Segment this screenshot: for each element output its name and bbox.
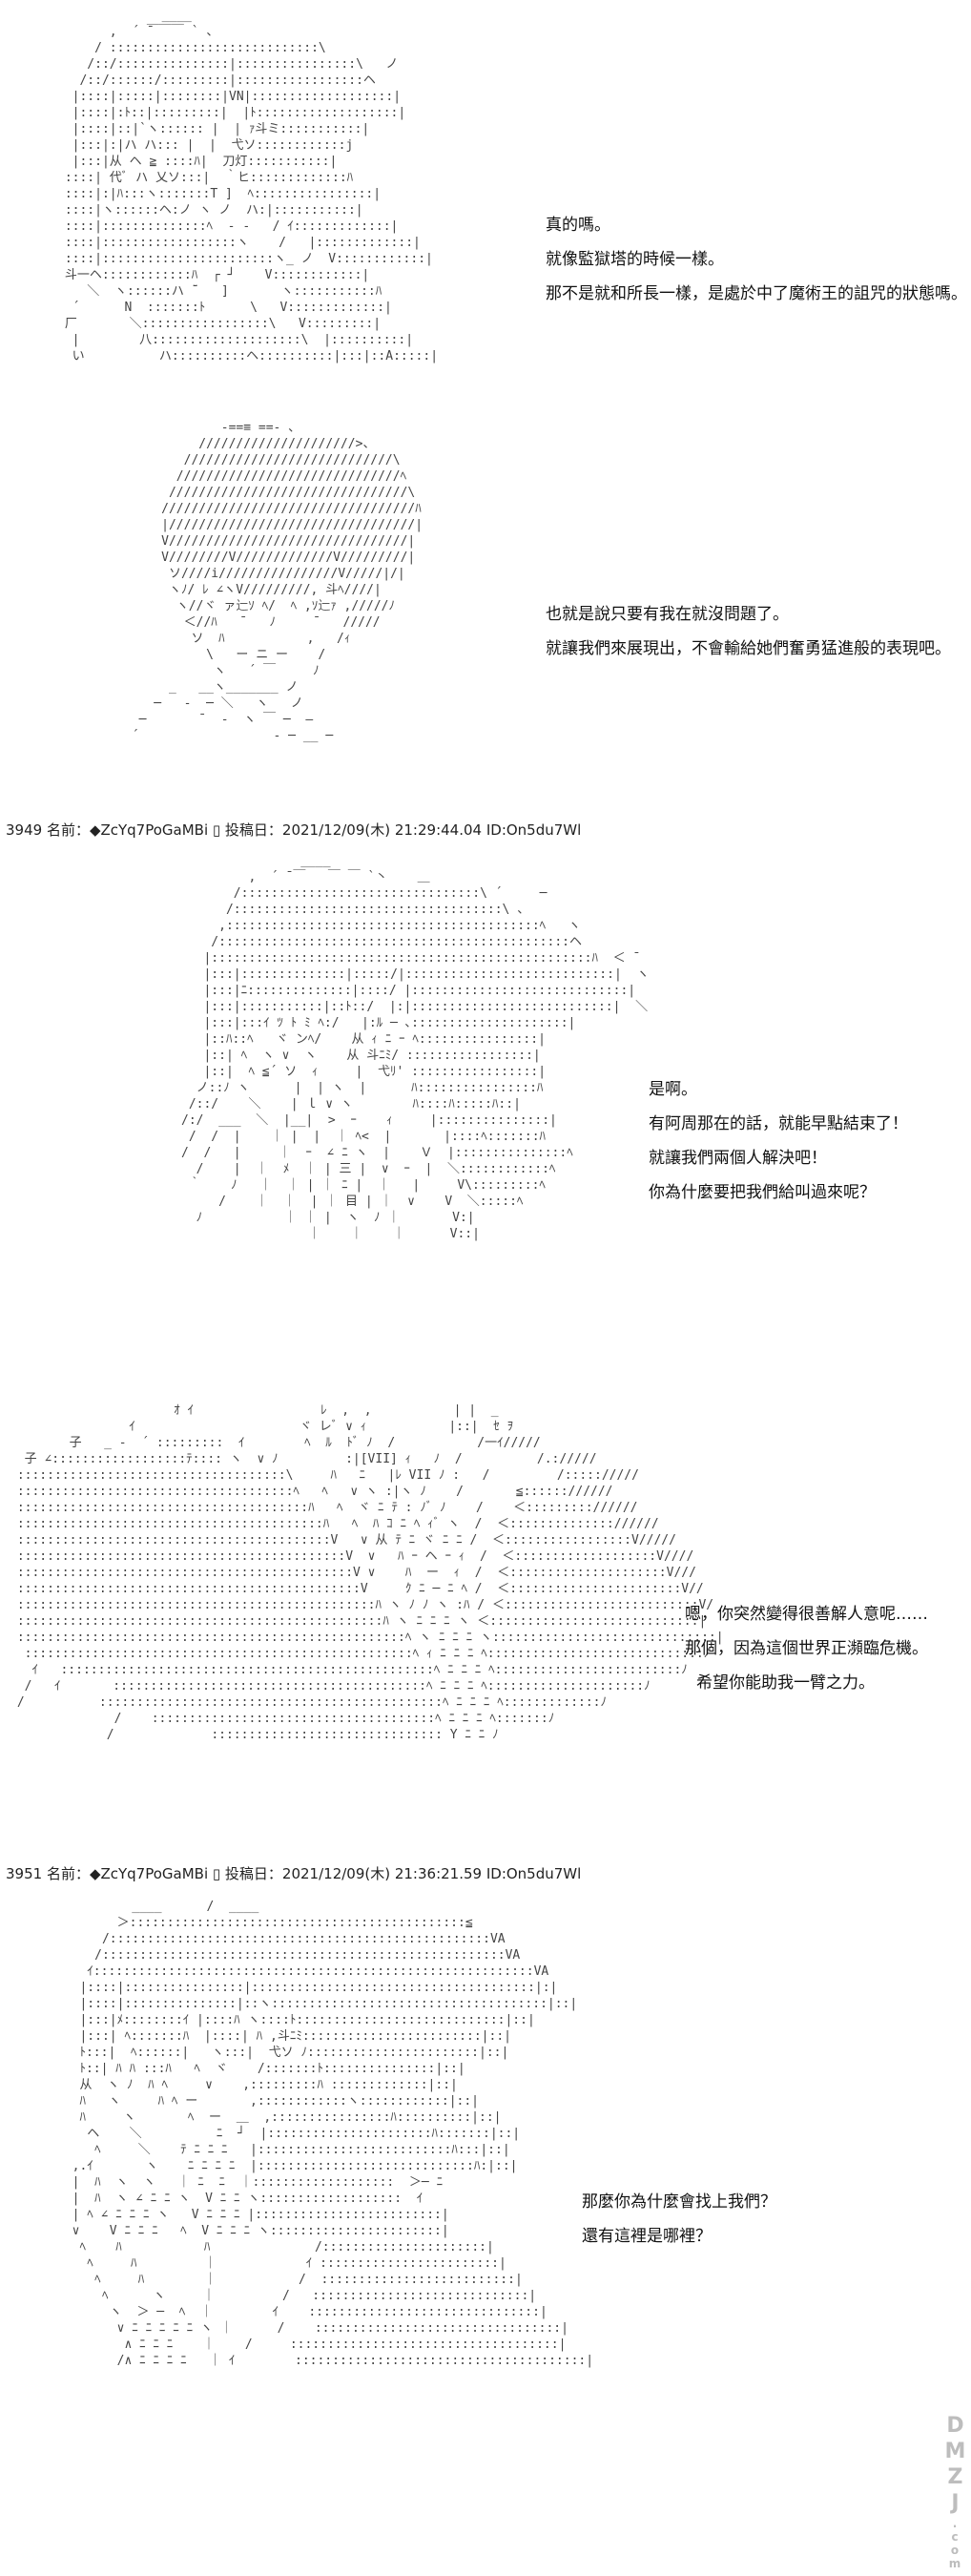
ascii-art-figure: ____ , ´ ̄￣￣￣ ` 、 / ::::::::::::::::::::…: [64, 9, 439, 364]
dialog-line: 就像監獄塔的時候一樣。: [546, 250, 724, 269]
post-header: 3951 名前：◆ZcYq7PoGaMBi ▯ 投稿日：2021/12/09(木…: [6, 1865, 582, 1882]
dialog-block: 那麼你為什麼會找上我們？ 還有這裡是哪裡？: [582, 2185, 776, 2254]
ascii-art-figure: ____ , ´ ̄ ￣ ￣ ￣ `丶 ＿ /:::::::::::::::::…: [181, 854, 650, 1241]
ascii-art-figure: ____ / ____ ＞:::::::::::::::::::::::::::…: [72, 1900, 594, 2368]
dialog-line: 是啊。: [649, 1080, 697, 1099]
dialog-line: 那不是就和所長一樣，是處於中了魔術王的詛咒的狀態嗎。: [546, 284, 967, 303]
ascii-art-figure: ｵ ｲ ﾚ , , | | _ ｲ ヾ レﾞ ∨ ｨ |::| ｾ ｦ 子 _ …: [16, 1403, 724, 1742]
dialog-block: 也就是說只要有我在就沒問題了。 就讓我們來展現出，不會輸給她們奮勇猛進般的表現吧…: [546, 597, 951, 666]
watermark-domain: .com: [948, 2517, 961, 2570]
panel-4: ｵ ｲ ﾚ , , | | _ ｲ ヾ レﾞ ∨ ｨ |::| ｾ ｦ 子 _ …: [0, 1374, 971, 1851]
dialog-line: 那個，因為這個世界正瀕臨危機。: [685, 1639, 928, 1658]
dialog-line: 就讓我們兩個人解決吧！: [649, 1149, 827, 1168]
dialog-line: 還有這裡是哪裡？: [582, 2227, 712, 2246]
dialog-block: 是啊。 有阿周那在的話，就能早點結束了！ 就讓我們兩個人解決吧！ 你為什麼要把我…: [649, 1072, 908, 1210]
dialog-line: 也就是說只要有我在就沒問題了。: [546, 605, 789, 624]
dialog-block: 真的嗎。 就像監獄塔的時候一樣。 那不是就和所長一樣，是處於中了魔術王的詛咒的狀…: [546, 208, 967, 311]
dialog-line: 那麼你為什麼會找上我們？: [582, 2192, 776, 2212]
ascii-art-figure: -==≡ ==- 、 /////////////////////>、 /////…: [131, 421, 424, 743]
panel-5: ____ / ____ ＞:::::::::::::::::::::::::::…: [0, 1899, 971, 2566]
dialog-line: 有阿周那在的話，就能早點結束了！: [649, 1114, 908, 1133]
dialog-line: 就讓我們來展現出，不會輸給她們奮勇猛進般的表現吧。: [546, 639, 951, 658]
panel-2: -==≡ ==- 、 /////////////////////>、 /////…: [0, 420, 971, 830]
watermark-brand: DMZJ: [943, 2414, 967, 2517]
dialog-block: 嗯，你突然變得很善解人意呢…… 那個，因為這個世界正瀕臨危機。 希望你能助我一臂…: [685, 1597, 928, 1700]
dialog-line: 真的嗎。: [546, 216, 610, 235]
dialog-line: 嗯，你突然變得很善解人意呢……: [685, 1605, 928, 1624]
dialog-line: 你為什麼要把我們給叫過來呢？: [649, 1183, 876, 1202]
dialog-line: 希望你能助我一臂之力。: [696, 1673, 875, 1693]
post-header: 3949 名前：◆ZcYq7PoGaMBi ▯ 投稿日：2021/12/09(木…: [6, 821, 582, 839]
panel-3: ____ , ´ ̄ ￣ ￣ ￣ `丶 ＿ /:::::::::::::::::…: [0, 847, 971, 1372]
panel-1: ____ , ´ ̄￣￣￣ ` 、 / ::::::::::::::::::::…: [0, 0, 971, 420]
site-watermark: DMZJ.com: [935, 2414, 967, 2570]
